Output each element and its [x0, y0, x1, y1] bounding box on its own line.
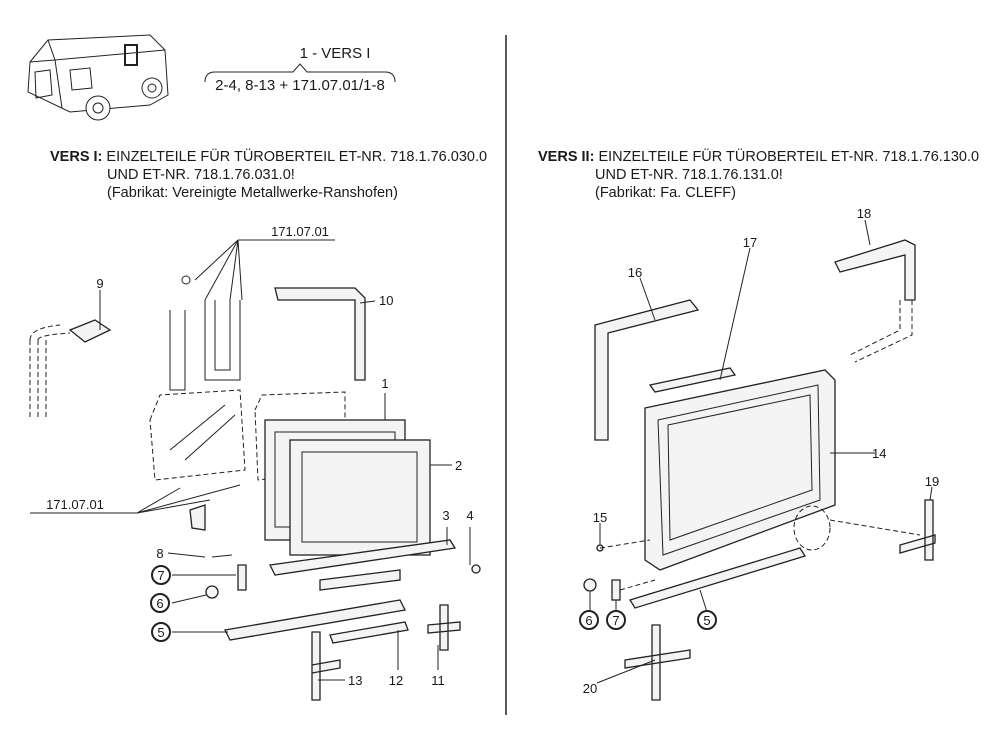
callout-10: 10	[379, 293, 393, 308]
callout-5: 5	[157, 625, 164, 640]
vers2-label: VERS II:	[538, 149, 595, 165]
callout-3: 3	[442, 508, 449, 523]
callout-ref-171-07-01-top: 171.07.01	[271, 224, 329, 239]
callout-4: 4	[466, 508, 473, 523]
callout-19: 19	[925, 474, 939, 489]
callout-7: 7	[157, 568, 164, 583]
vehicle-illustration	[27, 34, 169, 121]
callout-8: 8	[156, 546, 163, 561]
vers2-line1: EINZELTEILE FÜR TÜROBERTEIL ET-NR. 718.1…	[598, 149, 980, 165]
vers2-description: VERS II: EINZELTEILE FÜR TÜROBERTEIL ET-…	[538, 148, 979, 202]
formula-detail: 2-4, 8-13 + 171.07.01/1-8	[215, 77, 385, 94]
callout-circle	[150, 593, 170, 613]
callout-1: 1	[381, 376, 388, 391]
callout-6: 6	[156, 596, 163, 611]
callout-circle	[697, 610, 717, 630]
callout-ref-171-07-01-bottom: 171.07.01	[46, 497, 104, 512]
callout-13: 13	[348, 673, 362, 688]
callout-20: 20	[583, 681, 597, 696]
callout-5: 5	[703, 613, 710, 628]
callout-12: 12	[389, 673, 403, 688]
callout-circle	[151, 565, 171, 585]
callout-11: 11	[431, 673, 445, 688]
callout-7: 7	[612, 613, 619, 628]
callout-circle	[606, 610, 626, 630]
callout-16: 16	[628, 265, 642, 280]
vers1-line1: EINZELTEILE FÜR TÜROBERTEIL ET-NR. 718.1…	[106, 149, 488, 165]
callout-2: 2	[455, 458, 462, 473]
callout-6: 6	[585, 613, 592, 628]
vers1-line2: UND ET-NR. 718.1.76.031.0!	[107, 167, 295, 183]
formula-brace	[204, 63, 396, 83]
callout-14: 14	[872, 446, 886, 461]
formula-title: 1 - VERS I	[300, 45, 371, 62]
callout-15: 15	[593, 510, 607, 525]
vers1-callouts: 171.07.01 9 10 1 2 171.07.01 3 4 8 7 6 5…	[46, 224, 474, 688]
vers2-drawing	[583, 219, 936, 701]
callout-18: 18	[857, 206, 871, 221]
callout-9: 9	[96, 276, 103, 291]
vers1-description: VERS I: EINZELTEILE FÜR TÜROBERTEIL ET-N…	[50, 148, 487, 202]
vers2-line2: UND ET-NR. 718.1.76.131.0!	[595, 167, 783, 183]
vers2-line3: (Fabrikat: Fa. CLEFF)	[595, 185, 736, 201]
callout-circle	[579, 610, 599, 630]
callout-17: 17	[743, 235, 757, 250]
vers1-line3: (Fabrikat: Vereinigte Metallwerke-Ransho…	[107, 185, 398, 201]
vers1-drawing	[29, 239, 481, 701]
vers1-label: VERS I:	[50, 149, 103, 165]
vers2-callouts: 18 17 16 14 19 15 6 7 5 20	[579, 206, 939, 696]
callout-circle	[151, 622, 171, 642]
